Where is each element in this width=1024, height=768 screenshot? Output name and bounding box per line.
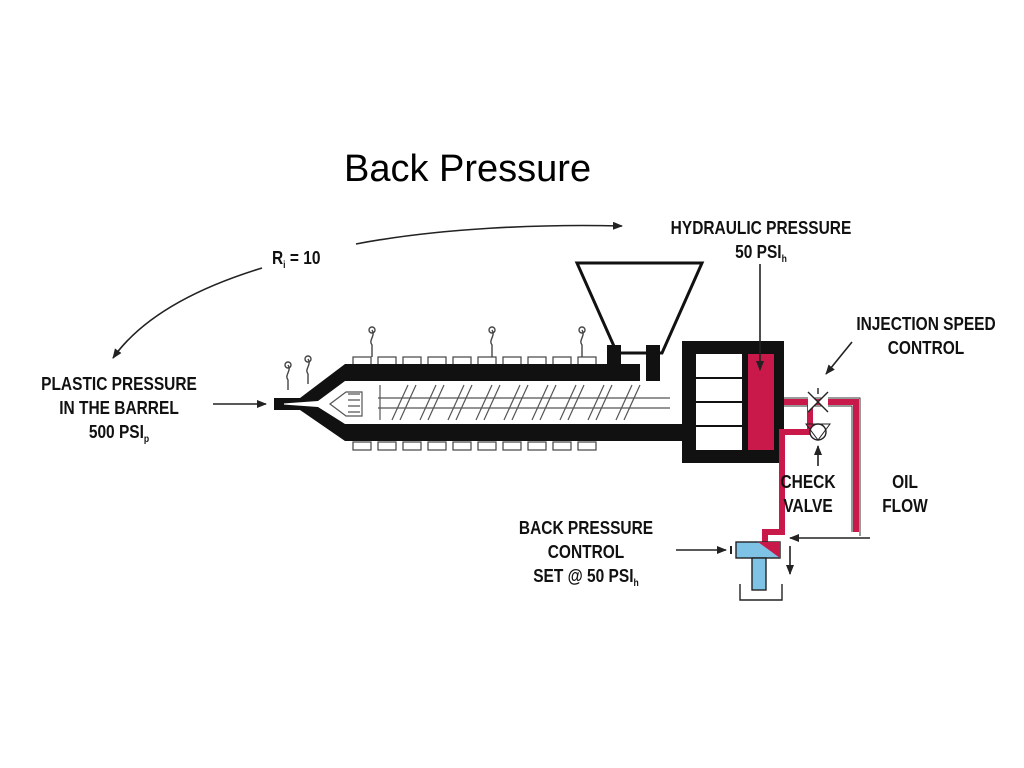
hydraulic-pressure-unit-sub: h: [781, 254, 787, 265]
check-valve-line2: VALVE: [783, 496, 833, 516]
back-pressure-unit-sub: h: [633, 578, 639, 589]
injection-speed-control-label: INJECTION SPEED CONTROL: [849, 312, 1004, 360]
ratio-arrow-right: [355, 221, 623, 245]
ratio-main: R: [272, 248, 284, 268]
plastic-pressure-label: PLASTIC PRESSURE IN THE BARREL 500 PSIp: [29, 372, 210, 448]
ratio-rest: = 10: [285, 248, 321, 268]
hydraulic-pressure-line1: HYDRAULIC PRESSURE: [670, 218, 852, 238]
plastic-pressure-line2: IN THE BARREL: [59, 398, 179, 418]
hopper: [574, 261, 705, 381]
screw: [329, 384, 670, 421]
plastic-pressure-line1: PLASTIC PRESSURE: [41, 374, 197, 394]
hydraulic-pressure-value: 50 PSI: [735, 242, 782, 262]
hydraulic-pressure-line2: 50 PSIh: [662, 240, 860, 268]
back-pressure-line2: CONTROL: [547, 542, 625, 562]
plastic-pressure-unit-sub: p: [143, 434, 150, 445]
back-pressure-control-valve: [730, 541, 783, 601]
back-pressure-setpoint: SET @ 50 PSI: [533, 566, 634, 586]
ratio-sub: i: [283, 260, 286, 271]
check-valve: [805, 423, 831, 441]
oil-flow-line2: FLOW: [882, 496, 928, 516]
check-valve-label: CHECK VALVE: [772, 470, 844, 518]
oil-flow-label: OIL FLOW: [873, 470, 937, 518]
plastic-pressure-line3: 500 PSIp: [29, 420, 210, 448]
back-pressure-control-label: BACK PRESSURE CONTROL SET @ 50 PSIh: [502, 516, 671, 592]
heater-bands: [352, 356, 597, 451]
thermocouples: [284, 326, 586, 390]
back-pressure-line3: SET @ 50 PSIh: [502, 564, 671, 592]
ratio-arrow-left: [112, 267, 263, 359]
check-valve-line1: CHECK: [780, 472, 836, 492]
injection-speed-arrow: [825, 341, 853, 375]
injection-speed-control-valve: [807, 388, 829, 413]
plastic-pressure-value: 500 PSI: [88, 422, 144, 442]
back-pressure-line1: BACK PRESSURE: [518, 518, 654, 538]
ratio-label: Ri = 10: [272, 246, 320, 274]
injection-speed-line2: CONTROL: [887, 338, 965, 358]
injection-speed-line1: INJECTION SPEED: [856, 314, 996, 334]
oil-flow-line1: OIL: [892, 472, 918, 492]
hydraulic-cylinder: [682, 341, 784, 463]
hydraulic-pressure-label: HYDRAULIC PRESSURE 50 PSIh: [662, 216, 860, 268]
page-title: Back Pressure: [344, 148, 592, 190]
